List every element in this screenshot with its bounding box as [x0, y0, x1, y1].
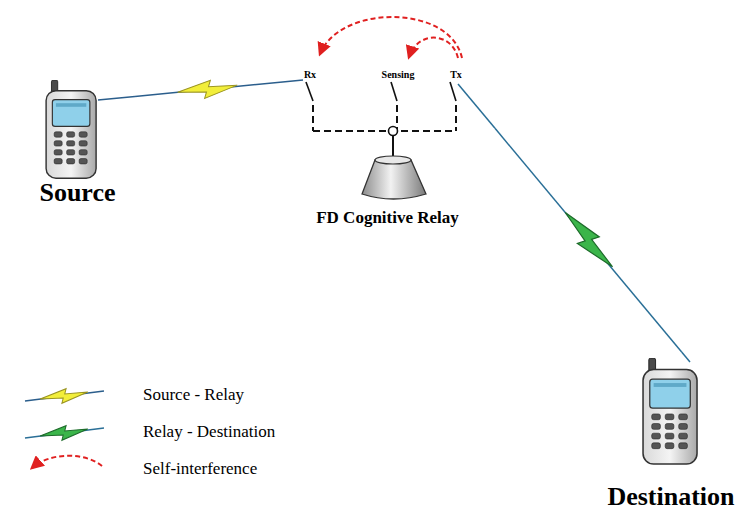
feed-line — [280, 80, 303, 82]
legend-text: Relay - Destination — [143, 422, 275, 441]
device-label: Destination — [607, 482, 734, 512]
device-label: Source — [39, 178, 115, 208]
antenna-label: Tx — [450, 69, 462, 80]
feed-line — [98, 96, 135, 100]
legend-text: Source - Relay — [143, 385, 244, 404]
source-phone — [46, 80, 96, 178]
device-label: FD Cognitive Relay — [316, 208, 459, 228]
device-node: Destination — [598, 352, 744, 512]
wireless-link — [135, 78, 280, 101]
lightning-bolt — [557, 206, 619, 275]
device-node: FD Cognitive Relay — [280, 0, 495, 228]
antenna-label: Rx — [304, 69, 316, 80]
device-node: Source — [20, 60, 135, 208]
self-interference-arrow — [320, 17, 462, 58]
lightning-bolt — [177, 78, 238, 101]
feed-line — [458, 84, 495, 128]
legend-text: Self-interference — [143, 459, 257, 478]
relay-antennas — [306, 82, 456, 156]
destination-phone — [643, 358, 697, 464]
feed-line — [682, 352, 690, 362]
legend-sample — [25, 386, 104, 468]
antenna-label: Sensing — [382, 69, 415, 80]
relay-tower — [362, 156, 426, 199]
wireless-link — [495, 128, 682, 352]
link-line — [495, 128, 682, 352]
